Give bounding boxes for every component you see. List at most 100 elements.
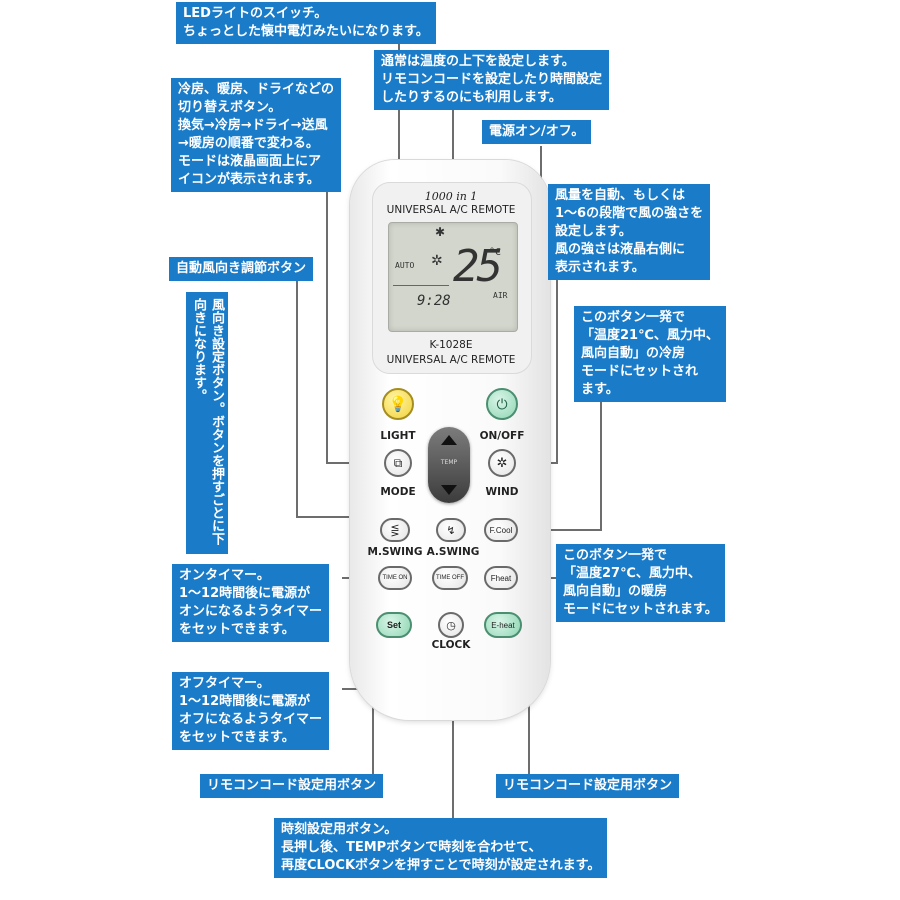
power-icon: ⏻ — [496, 395, 508, 412]
callout-line: 「温度27℃、風力中、 — [563, 566, 701, 581]
callout-temp: 通常は温度の上下を設定します。 リモコンコードを設定したり時間設定 したりするの… — [374, 50, 610, 110]
leader-set — [372, 636, 374, 786]
callout-line: オンタイマー。 — [179, 568, 270, 583]
callout-line: LEDライトのスイッチ。 — [183, 6, 328, 21]
callout-wind: 風量を自動、もしくは 1～6の段階で風の強さを 設定します。 風の強さは液晶右側… — [548, 184, 711, 280]
callout-line: 時刻設定用ボタン。 — [281, 822, 398, 837]
callout-line: 1～12時間後に電源が — [179, 586, 311, 601]
mode-label: MODE — [380, 486, 416, 498]
timeoff-button[interactable]: TIME OFF — [432, 566, 468, 590]
leader-clock — [452, 634, 454, 824]
eheat-button[interactable]: E-heat — [484, 612, 522, 638]
set-text: Set — [386, 620, 401, 630]
model-number: K-1028E — [429, 339, 473, 351]
brand-top: 1000 in 1 — [424, 190, 478, 203]
callout-timeoff: オフタイマー。 1～12時間後に電源が オフになるようタイマー をセットできます… — [172, 672, 330, 750]
lcd-air: AIR — [493, 291, 508, 300]
callout-line: 通常は温度の上下を設定します。 — [381, 54, 575, 69]
wind-button[interactable]: ✲ — [488, 449, 516, 477]
clock-button[interactable]: ◷ — [438, 612, 464, 638]
temp-up-icon[interactable] — [441, 435, 457, 445]
callout-line: このボタン一発で — [581, 310, 686, 325]
brand-bottom: UNIVERSAL A/C REMOTE — [386, 354, 516, 366]
brand-name: UNIVERSAL A/C REMOTE — [386, 204, 516, 216]
callout-line: イコンが表示されます。 — [178, 172, 320, 187]
lcd-temp: 25 — [453, 241, 503, 292]
clock-icon: ◷ — [446, 619, 456, 632]
callout-line: 再度CLOCKボタンを押すことで時刻が設定されます。 — [281, 858, 601, 873]
callout-set: リモコンコード設定用ボタン — [200, 774, 384, 798]
callout-line: 1～6の段階で風の強さを — [555, 206, 704, 221]
callout-line: リモコンコードを設定したり時間設定 — [381, 72, 603, 87]
timeoff-text: TIME OFF — [436, 575, 464, 581]
callout-timeon: オンタイマー。 1～12時間後に電源が オンになるようタイマー をセットできます… — [172, 564, 330, 642]
callout-line: をセットできます。 — [179, 622, 295, 637]
aswing-icon: ↯ — [446, 524, 456, 537]
callout-line: モードにセットされます。 — [563, 602, 718, 617]
wind-label: WIND — [485, 486, 519, 498]
callout-line: ちょっとした懐中電灯みたいになります。 — [183, 24, 429, 39]
callout-line: 風向自動」の暖房 — [563, 584, 668, 599]
callout-line: 長押し後、TEMPボタンで時刻を合わせて、 — [281, 840, 542, 855]
callout-line: このボタン一発で — [563, 548, 668, 563]
onoff-label: ON/OFF — [479, 430, 525, 442]
callout-line: 風量を自動、もしくは — [555, 188, 686, 203]
aswing-label: A.SWING — [426, 546, 480, 558]
clock-label: CLOCK — [431, 639, 471, 651]
callout-line: したりするのにも利用します。 — [381, 90, 562, 105]
lcd-unit: °C — [489, 247, 502, 258]
mswing-button[interactable]: ⋚ — [380, 518, 410, 542]
fan-icon: ✲ — [431, 253, 443, 269]
callout-fheat: このボタン一発で 「温度27℃、風力中、 風向自動」の暖房 モードにセットされま… — [556, 544, 725, 622]
callout-line: 表示されます。 — [555, 260, 645, 275]
callout-clock: 時刻設定用ボタン。 長押し後、TEMPボタンで時刻を合わせて、 再度CLOCKボ… — [274, 818, 608, 878]
leader-aswing — [296, 277, 298, 517]
leader-fcool-h — [512, 529, 602, 531]
temp-down-icon[interactable] — [441, 485, 457, 495]
callout-line: 風向自動」の冷房 — [581, 346, 686, 361]
callout-line: 設定します。 — [555, 224, 632, 239]
fcool-button[interactable]: F.Cool — [484, 518, 518, 542]
callout-line: オフになるようタイマー — [179, 712, 323, 727]
callout-light: LEDライトのスイッチ。 ちょっとした懐中電灯みたいになります。 — [176, 2, 436, 44]
leader-wind-v — [556, 270, 558, 464]
aswing-button[interactable]: ↯ — [436, 518, 466, 542]
callout-line: 1～12時間後に電源が — [179, 694, 311, 709]
callout-line: 「温度21℃、風力中、 — [581, 328, 719, 343]
power-button[interactable]: ⏻ — [486, 388, 518, 420]
fheat-button[interactable]: Fheat — [484, 566, 518, 590]
leader-fcool-v — [600, 400, 602, 530]
callout-line: 切り替えボタン。 — [178, 100, 282, 115]
callout-line: 風の強さは液晶右側に — [555, 242, 686, 257]
callout-line: をセットできます。 — [179, 730, 295, 745]
eheat-text: E-heat — [491, 620, 515, 630]
snowflake-icon: ✱ — [435, 225, 446, 239]
set-button[interactable]: Set — [376, 612, 412, 638]
timeon-text: TIME ON — [382, 575, 408, 581]
callout-line: ます。 — [581, 382, 619, 397]
callout-line: 冷房、暖房、ドライなどの — [178, 82, 335, 97]
light-label: LIGHT — [380, 430, 416, 442]
lcd-divider — [393, 285, 449, 286]
mode-button[interactable]: ⧉ — [384, 449, 412, 477]
fan-icon: ✲ — [496, 455, 508, 470]
callout-mode: 冷房、暖房、ドライなどの 切り替えボタン。 換気→冷房→ドライ→送風 →暖房の順… — [171, 78, 342, 192]
callout-fcool: このボタン一発で 「温度21℃、風力中、 風向自動」の冷房 モードにセットされ … — [574, 306, 726, 402]
callout-power: 電源オン/オフ。 — [482, 120, 592, 144]
swing-icon: ⋚ — [390, 524, 400, 537]
bulb-icon: 💡 — [388, 396, 408, 413]
temp-label: TEMP — [440, 459, 458, 466]
lcd-mode: AUTO — [395, 261, 415, 270]
callout-line: オンになるようタイマー — [179, 604, 323, 619]
light-button[interactable]: 💡 — [382, 388, 414, 420]
fcool-text: F.Cool — [489, 525, 513, 535]
leader-eheat — [528, 628, 530, 786]
lcd-time: 9:28 — [417, 293, 451, 309]
temp-rocker[interactable]: TEMP — [428, 427, 470, 503]
callout-line: モードにセットされ — [581, 364, 699, 379]
mswing-label: M.SWING — [367, 546, 423, 558]
timeon-button[interactable]: TIME ON — [378, 566, 412, 590]
callout-line: →暖房の順番で変わる。 — [178, 136, 319, 151]
leader-mode-v — [326, 190, 328, 464]
callout-eheat: リモコンコード設定用ボタン — [496, 774, 680, 798]
